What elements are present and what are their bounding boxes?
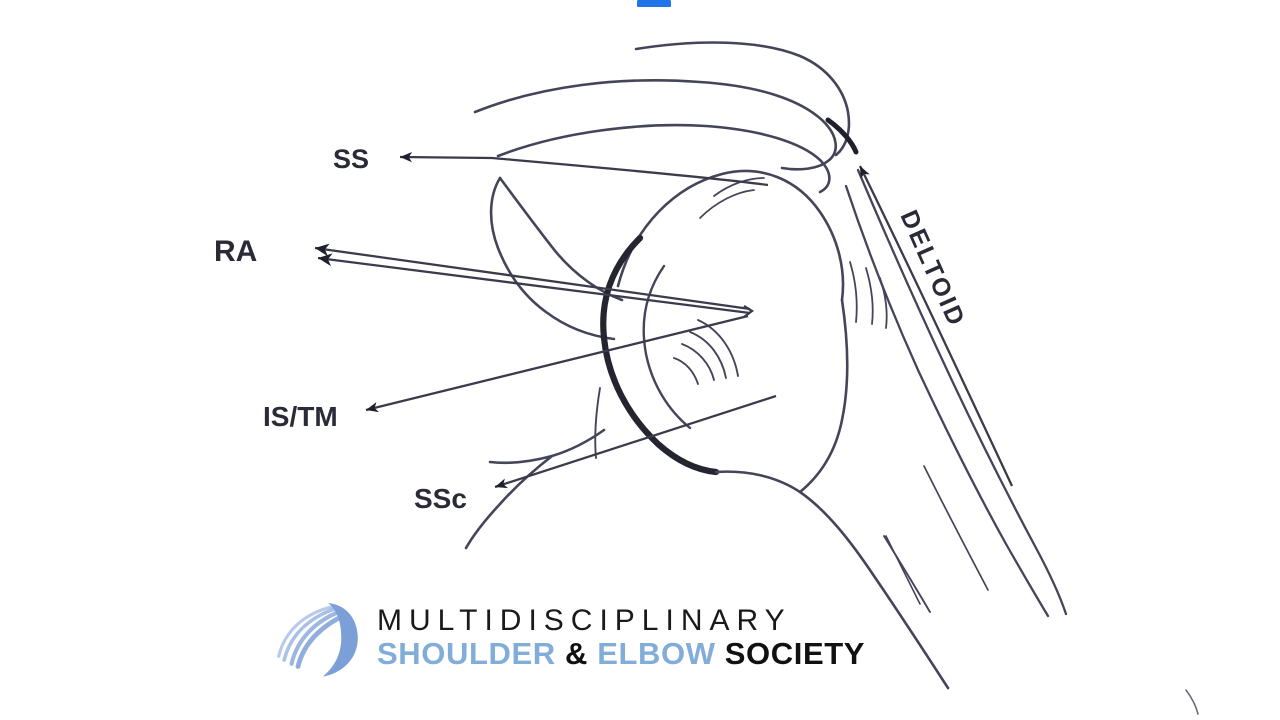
arrow-deltoid bbox=[858, 165, 1014, 487]
deltoid-anterior-border bbox=[856, 168, 1068, 616]
arrow-ra-upper bbox=[314, 243, 751, 311]
skeletal-outlines bbox=[464, 41, 1199, 715]
annotation-arrows bbox=[314, 152, 1014, 489]
label-is-tm: IS/TM bbox=[263, 401, 338, 432]
acromion-under-surface bbox=[496, 123, 831, 194]
faint-bottom-stroke bbox=[1185, 689, 1199, 715]
scapular-spine-superior bbox=[498, 176, 624, 302]
trabecular-arc-1 bbox=[673, 357, 699, 385]
tuberosity-hatch-1 bbox=[849, 261, 858, 323]
label-deltoid: DELTOID bbox=[895, 206, 971, 332]
label-ssc: SSc bbox=[414, 483, 467, 514]
logo-ampersand: & bbox=[555, 636, 598, 672]
arrow-ra-apex bbox=[743, 305, 755, 318]
arrow-is-tm bbox=[365, 314, 749, 413]
logo-word-elbow: ELBOW bbox=[597, 636, 716, 672]
acromion-tip bbox=[825, 117, 859, 155]
video-progress-bar-fragment[interactable] bbox=[637, 0, 671, 7]
deltoid-striation bbox=[923, 465, 989, 591]
humerus-inner-line bbox=[883, 535, 931, 613]
arrow-ss bbox=[399, 152, 769, 187]
trabecular-arc-4 bbox=[697, 319, 739, 377]
trabecular-arc-2 bbox=[681, 343, 715, 381]
annotation-labels: SS RA IS/TM SSc DELTOID bbox=[214, 144, 971, 514]
trabecular-arc-3 bbox=[689, 331, 727, 379]
clavicle-superior-border bbox=[634, 41, 851, 157]
humerus-medial-cortex bbox=[714, 470, 950, 690]
scapular-spine-inferior bbox=[489, 176, 616, 341]
tuberosity-hatch-2 bbox=[865, 267, 874, 325]
logo-wordmark: MULTIDISCIPLINARY SHOULDER & ELBOW SOCIE… bbox=[377, 604, 865, 672]
articular-surface-arc bbox=[642, 264, 692, 430]
logo-line-multidisciplinary: MULTIDISCIPLINARY bbox=[377, 603, 792, 637]
humeral-head-superior bbox=[616, 169, 845, 302]
arrow-ssc bbox=[494, 394, 777, 489]
label-ss: SS bbox=[333, 144, 369, 174]
label-ra: RA bbox=[214, 235, 257, 268]
logo-word-shoulder: SHOULDER bbox=[377, 636, 556, 672]
logo-word-society: SOCIETY bbox=[715, 636, 866, 672]
deltoid-fiber-tick bbox=[885, 535, 921, 605]
subscapularis-fossa-line bbox=[594, 387, 601, 459]
acromion-upper-border bbox=[473, 79, 837, 171]
humeral-head-lateral-flank bbox=[798, 298, 849, 494]
logo-line-shoulder-elbow-society: SHOULDER & ELBOW SOCIETY bbox=[377, 637, 865, 672]
arrow-ra-lower bbox=[317, 253, 751, 315]
scapula-body-left bbox=[464, 454, 554, 550]
wave-swoosh-solid bbox=[322, 603, 358, 677]
bicipital-groove-mark-2 bbox=[699, 189, 755, 219]
deltoid-posterior-border bbox=[844, 184, 1050, 618]
glenoid-labrum-thick-curve bbox=[600, 234, 720, 476]
wave-swoosh-icon bbox=[277, 603, 358, 677]
society-logo: MULTIDISCIPLINARY SHOULDER & ELBOW SOCIE… bbox=[275, 588, 864, 688]
